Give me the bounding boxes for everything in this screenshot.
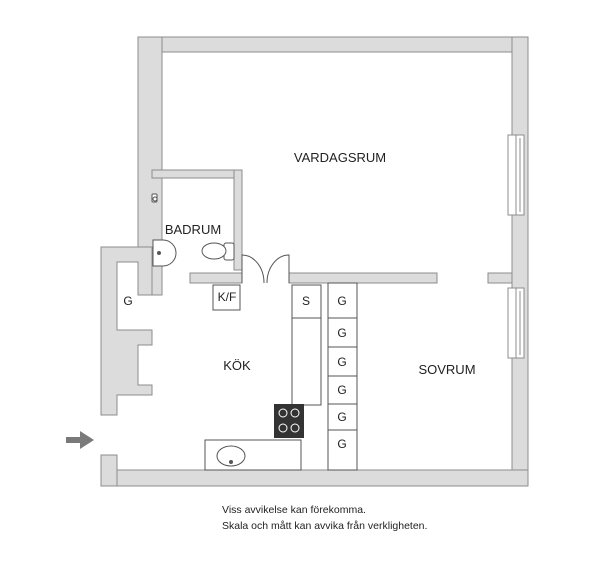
label-wardrobe-2: G <box>337 326 346 340</box>
wall-left-lower <box>100 454 118 487</box>
sink-icon <box>216 445 246 467</box>
entrance-arrow-icon <box>66 431 94 449</box>
label-wardrobe-3: G <box>337 355 346 369</box>
washbasin-icon <box>152 239 177 267</box>
label-fridge-freezer: K/F <box>218 290 237 304</box>
outer-walls <box>100 36 529 487</box>
kitchen <box>204 284 322 471</box>
label-wardrobe-4: G <box>337 383 346 397</box>
wall-left-hall <box>100 246 153 416</box>
wall-top <box>137 36 529 53</box>
wall-living-bottom <box>288 272 438 284</box>
disclaimer-line-1: Viss avvikelse kan förekomma. <box>222 504 366 516</box>
label-hall-wardrobe: G <box>123 294 132 308</box>
label-cabinet: S <box>302 294 310 308</box>
door-double <box>241 254 290 284</box>
shower-icon <box>151 193 158 203</box>
stove-icon <box>274 404 304 438</box>
label-wardrobe-1: G <box>337 294 346 308</box>
room-label-kok: KÖK <box>223 358 251 373</box>
label-wardrobe-6: G <box>337 437 346 451</box>
room-label-badrum: BADRUM <box>165 222 221 237</box>
window-living <box>507 134 525 216</box>
label-wardrobe-5: G <box>337 410 346 424</box>
wall-bathroom-right <box>233 169 243 271</box>
wall-bottom <box>100 469 529 487</box>
disclaimer-line-2: Skala och mått kan avvika från verklighe… <box>222 520 428 532</box>
wall-stub-right <box>487 272 513 284</box>
room-label-sovrum: SOVRUM <box>418 362 475 377</box>
wall-bathroom-bottom <box>189 272 243 284</box>
bathroom-fixtures <box>151 193 235 267</box>
fridge-freezer <box>212 284 241 311</box>
wardrobes <box>327 282 358 471</box>
window-bedroom <box>507 287 525 359</box>
wall-bathroom-top <box>151 169 243 179</box>
windows <box>507 134 525 359</box>
wall-right <box>511 36 529 487</box>
counter-right <box>291 317 322 406</box>
toilet-icon <box>201 242 235 261</box>
disclaimer: Viss avvikelse kan förekomma. Skala och … <box>222 502 427 534</box>
room-label-vardagsrum: VARDAGSRUM <box>294 150 386 165</box>
